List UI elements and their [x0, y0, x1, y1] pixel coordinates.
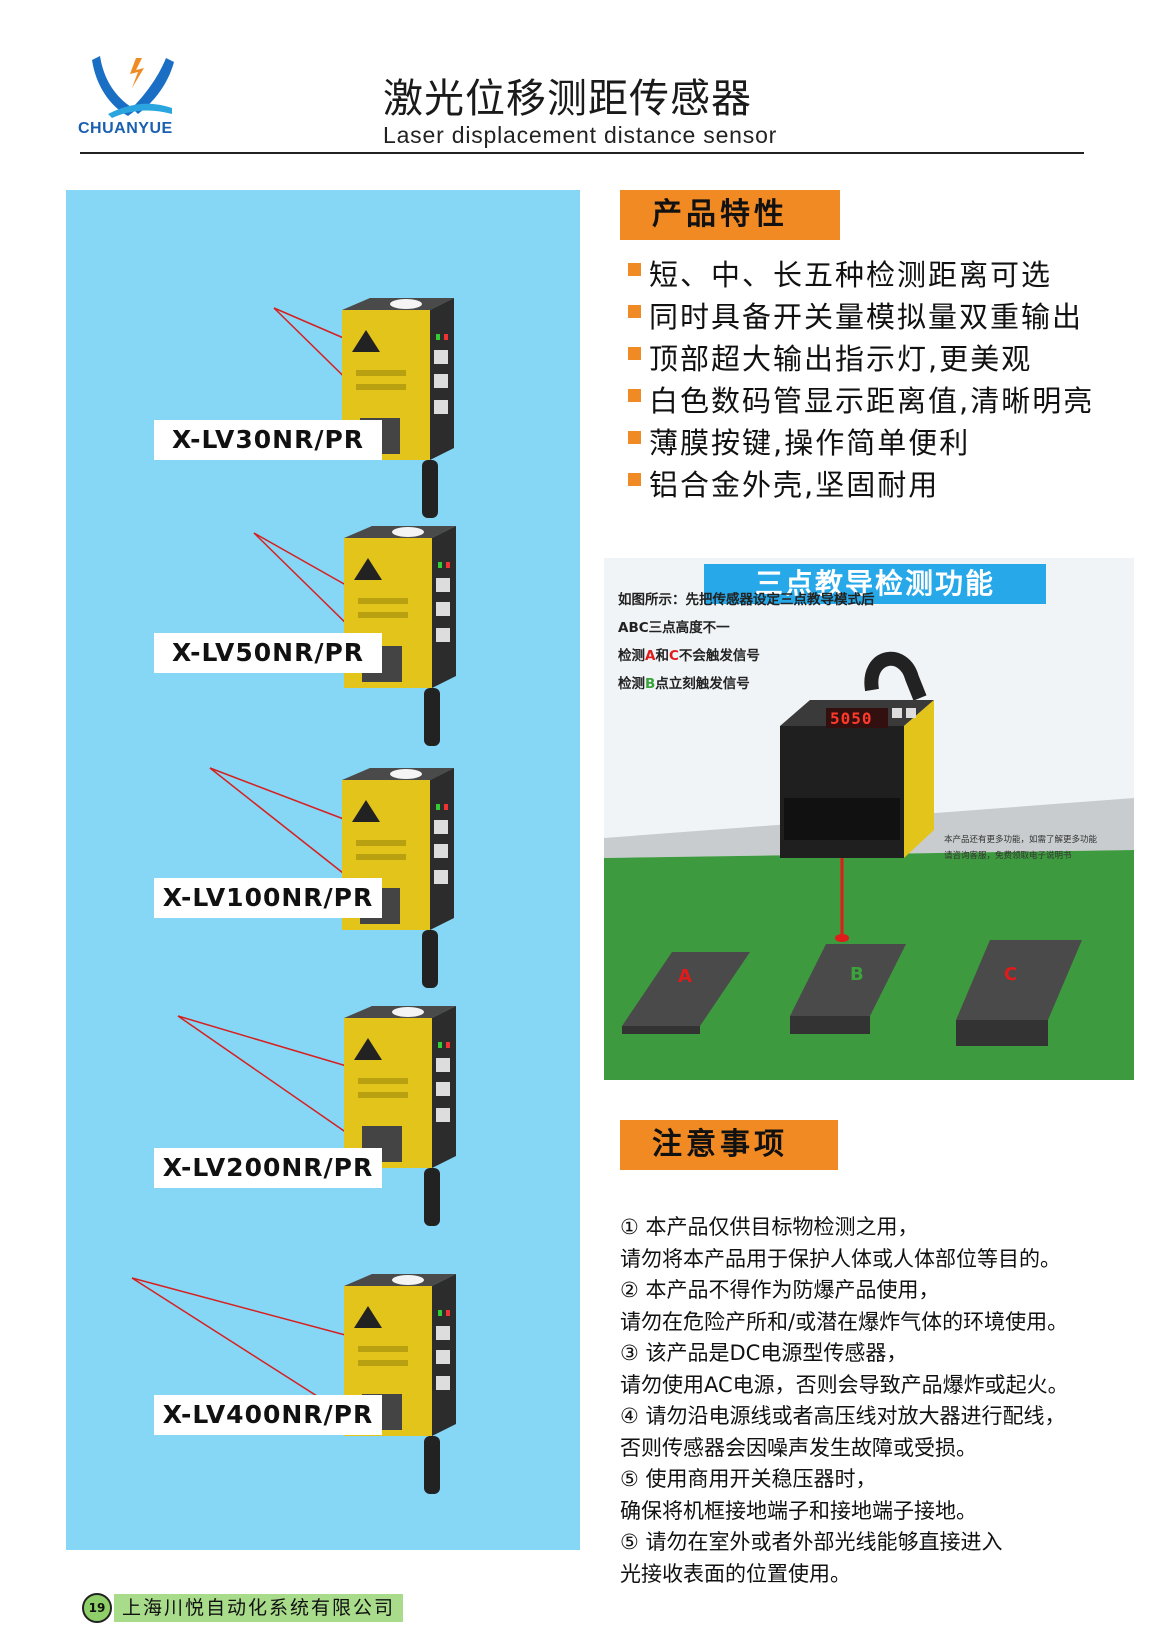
block-label-b: B: [850, 964, 864, 985]
sensor-image: [338, 1266, 518, 1496]
laser-beam-icon: [209, 767, 363, 827]
model-label: X-LV200NR/PR: [154, 1148, 382, 1188]
note-line: 请勿将本产品用于保护人体或人体部位等目的。: [620, 1246, 1061, 1271]
teach-note: 检测A和C不会触发信号: [618, 648, 760, 664]
model-label: X-LV30NR/PR: [154, 420, 382, 460]
notes-list: ① 本产品仅供目标物检测之用， 请勿将本产品用于保护人体或人体部位等目的。 ② …: [620, 1212, 1140, 1590]
teach-note: 如图所示：先把传感器设定三点教导模式后: [618, 592, 875, 608]
notes-heading: 注意事项: [620, 1120, 838, 1170]
square-bullet-icon: [628, 473, 641, 486]
note-line: 否则传感器会因噪声发生故障或受损。: [620, 1435, 977, 1460]
product-panel: X-LV30NR/PR X-LV50NR/PR: [66, 190, 580, 1550]
company-name: 上海川悦自动化系统有限公司: [114, 1594, 404, 1622]
feature-item: 薄膜按键,操作简单便利: [628, 422, 1094, 464]
feature-item: 顶部超大输出指示灯,更美观: [628, 338, 1094, 380]
note-line: ④ 请勿沿电源线或者高压线对放大器进行配线，: [620, 1404, 1066, 1428]
page-number: 19: [82, 1593, 112, 1623]
model-label: X-LV400NR/PR: [154, 1395, 382, 1435]
teach-title: 三点教导检测功能: [704, 564, 1046, 604]
page-subtitle: Laser displacement distance sensor: [383, 122, 778, 148]
square-bullet-icon: [628, 389, 641, 402]
note-line: 请勿在危险产所和/或潜在爆炸气体的环境使用。: [620, 1309, 1069, 1334]
page-title: 激光位移测距传感器: [383, 76, 752, 122]
brand-logo-icon: [78, 52, 198, 142]
teach-illustration: 三点教导检测功能 如图所示：先把传感器设定三点教导模式后 ABC三点高度不一 检…: [604, 558, 1134, 1080]
square-bullet-icon: [628, 263, 641, 276]
model-label: X-LV100NR/PR: [154, 878, 382, 918]
teach-note: 检测B点立刻触发信号: [618, 676, 750, 692]
feature-item: 白色数码管显示距离值,清晰明亮: [628, 380, 1094, 422]
note-line: ③ 该产品是DC电源型传感器，: [620, 1341, 908, 1365]
features-heading: 产品特性: [620, 190, 840, 240]
square-bullet-icon: [628, 431, 641, 444]
brand-name: CHUANYUE: [78, 120, 173, 137]
feature-list: 短、中、长五种检测距离可选 同时具备开关量模拟量双重输出 顶部超大输出指示灯,更…: [628, 254, 1094, 506]
laser-beam-icon: [177, 1015, 361, 1071]
note-line: 请勿使用AC电源，否则会导致产品爆炸或起火。: [620, 1372, 1069, 1397]
teach-side-note: 本产品还有更多功能，如需了解更多功能请咨询客服，免费领取电子说明书: [944, 835, 1098, 861]
feature-item: 同时具备开关量模拟量双重输出: [628, 296, 1094, 338]
note-line: ① 本产品仅供目标物检测之用，: [620, 1215, 919, 1239]
note-line: ⑤ 使用商用开关稳压器时，: [620, 1467, 877, 1491]
square-bullet-icon: [628, 347, 641, 360]
square-bullet-icon: [628, 305, 641, 318]
note-line: 确保将机框接地端子和接地端子接地。: [620, 1498, 977, 1523]
block-label-a: A: [678, 966, 692, 987]
sensor-image: [336, 760, 516, 990]
note-line: ② 本产品不得作为防爆产品使用，: [620, 1278, 940, 1302]
model-label: X-LV50NR/PR: [154, 633, 382, 673]
sensor-display: 5050: [830, 709, 873, 728]
header-divider: [80, 152, 1084, 154]
laser-beam-icon: [131, 1277, 365, 1341]
sensor-image: [338, 998, 518, 1228]
block-label-c: C: [1004, 964, 1018, 985]
laser-beam-icon: [253, 532, 361, 638]
laser-beam-icon: [209, 767, 363, 889]
teach-note: ABC三点高度不一: [618, 620, 730, 636]
feature-item: 短、中、长五种检测距离可选: [628, 254, 1094, 296]
laser-beam-icon: [177, 1015, 361, 1143]
feature-item: 铝合金外壳,坚固耐用: [628, 464, 1094, 506]
note-line: 光接收表面的位置使用。: [620, 1561, 851, 1586]
note-line: ⑤ 请勿在室外或者外部光线能够直接进入: [620, 1530, 1003, 1554]
sensor-image: [336, 290, 516, 520]
